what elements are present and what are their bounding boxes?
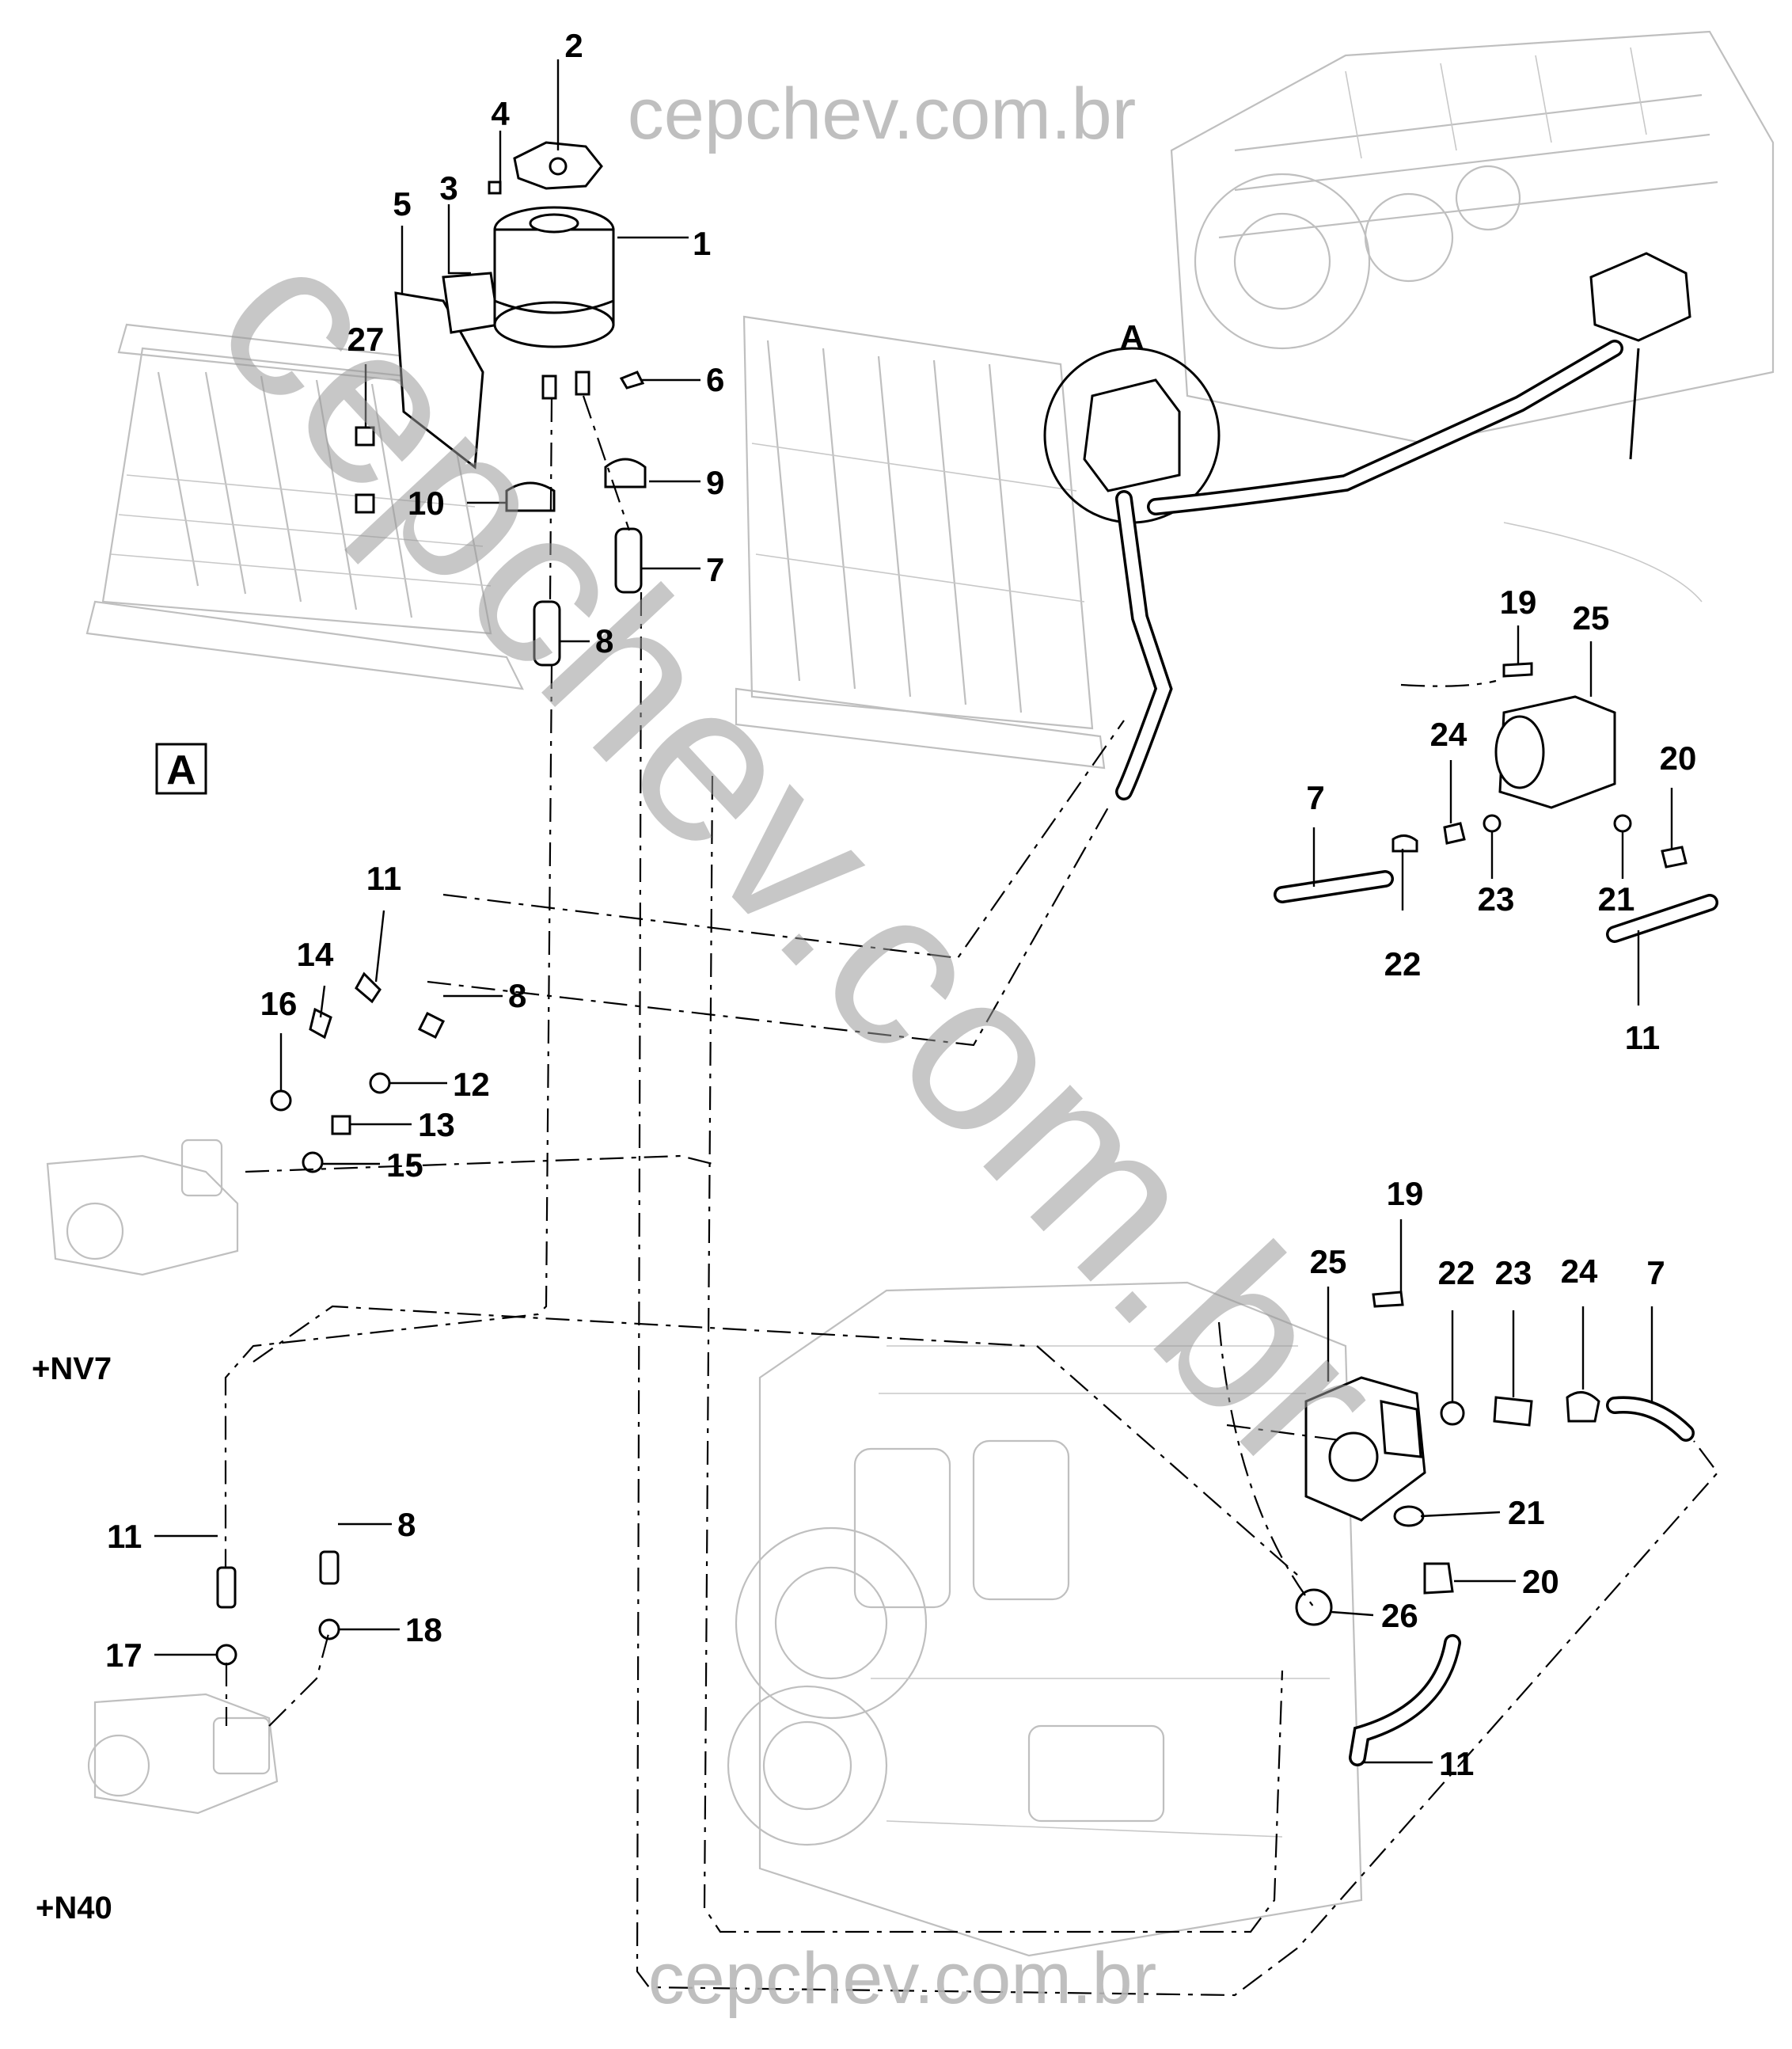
callout-24-top: 24 xyxy=(1430,716,1467,753)
screw xyxy=(488,181,502,195)
engine-bottom xyxy=(727,1281,1363,1957)
callout-4: 4 xyxy=(491,95,510,132)
callout-8: 8 xyxy=(595,622,613,660)
callout-11-n40: 11 xyxy=(107,1518,142,1555)
callout-11-bottom: 11 xyxy=(1439,1745,1474,1782)
callout-12: 12 xyxy=(453,1066,490,1103)
watermark-top: cepchev.com.br xyxy=(628,74,1137,154)
bolt-19 xyxy=(1502,662,1533,678)
engine-top-right xyxy=(1170,30,1775,603)
watermark-bottom: cepchev.com.br xyxy=(648,1938,1157,2019)
callout-24-bottom: 24 xyxy=(1561,1253,1598,1290)
callout-7: 7 xyxy=(706,551,724,588)
steering-gear-nv7 xyxy=(46,1139,239,1276)
leader-lines xyxy=(154,59,1673,1764)
callout-23-top: 23 xyxy=(1478,880,1515,918)
steering-gear-n40 xyxy=(87,1693,279,1815)
callout-6: 6 xyxy=(706,361,724,398)
callout-17: 17 xyxy=(105,1637,142,1674)
callout-20-bottom: 20 xyxy=(1522,1563,1559,1600)
callout-23-bottom: 23 xyxy=(1495,1254,1532,1291)
callout-8-nv7: 8 xyxy=(508,977,526,1014)
callout-9: 9 xyxy=(706,464,724,501)
fitting-24 xyxy=(1443,822,1466,845)
callout-21-top: 21 xyxy=(1598,880,1635,918)
callout-1: 1 xyxy=(693,225,711,262)
bolt-19b xyxy=(1372,1291,1404,1308)
detail-a-box-text: A xyxy=(166,747,196,793)
callout-13: 13 xyxy=(418,1106,455,1143)
callout-20-top: 20 xyxy=(1660,739,1697,777)
callout-16: 16 xyxy=(260,985,298,1022)
variant-n40-label: +N40 xyxy=(36,1891,112,1925)
hose-8 xyxy=(533,600,561,667)
callout-18: 18 xyxy=(405,1611,442,1648)
clamp-9 xyxy=(604,458,647,488)
variant-nv7-label: +NV7 xyxy=(32,1351,112,1386)
bolt xyxy=(619,371,645,390)
mounting-bracket xyxy=(394,291,484,469)
callout-10: 10 xyxy=(408,485,445,522)
callout-14: 14 xyxy=(297,936,334,973)
detail-a-label: A xyxy=(1120,318,1144,355)
callout-25-bottom: 25 xyxy=(1310,1243,1347,1280)
callout-22-bottom: 22 xyxy=(1438,1254,1475,1291)
clamp-10 xyxy=(505,481,556,512)
pump-detail-bottom xyxy=(1295,1291,1695,1766)
callout-8-n40: 8 xyxy=(397,1506,416,1543)
callout-7-top: 7 xyxy=(1306,779,1324,816)
callout-27: 27 xyxy=(347,321,385,358)
callout-5: 5 xyxy=(393,185,411,222)
watermark-diagonal: cepchev.com.br xyxy=(169,194,1429,1519)
radiator-frame-center xyxy=(735,315,1106,770)
callout-22-top: 22 xyxy=(1384,945,1422,983)
pump-top xyxy=(1589,252,1691,342)
callout-11-top: 11 xyxy=(1625,1019,1660,1056)
pump-detail-top xyxy=(1274,662,1718,943)
callout-25-top: 25 xyxy=(1573,599,1610,637)
callout-19-bottom: 19 xyxy=(1387,1175,1424,1212)
line-fittings-n40 xyxy=(215,1550,340,1666)
callout-11-nv7: 11 xyxy=(366,860,401,897)
callout-7-bottom: 7 xyxy=(1646,1254,1665,1291)
callout-19-top: 19 xyxy=(1500,584,1537,621)
detail-a-view xyxy=(1043,252,1691,800)
callout-3: 3 xyxy=(439,169,457,207)
callout-21-bottom: 21 xyxy=(1508,1494,1545,1531)
reservoir-assembly xyxy=(355,141,647,667)
callout-15: 15 xyxy=(386,1146,423,1184)
callout-26: 26 xyxy=(1381,1597,1418,1634)
detail-a-box: A xyxy=(155,743,207,795)
callout-2: 2 xyxy=(564,27,583,64)
callouts: 2 4 3 5 1 27 6 9 10 7 8 11 14 8 16 12 13… xyxy=(105,27,1696,1782)
routing-lines xyxy=(224,591,1719,1997)
